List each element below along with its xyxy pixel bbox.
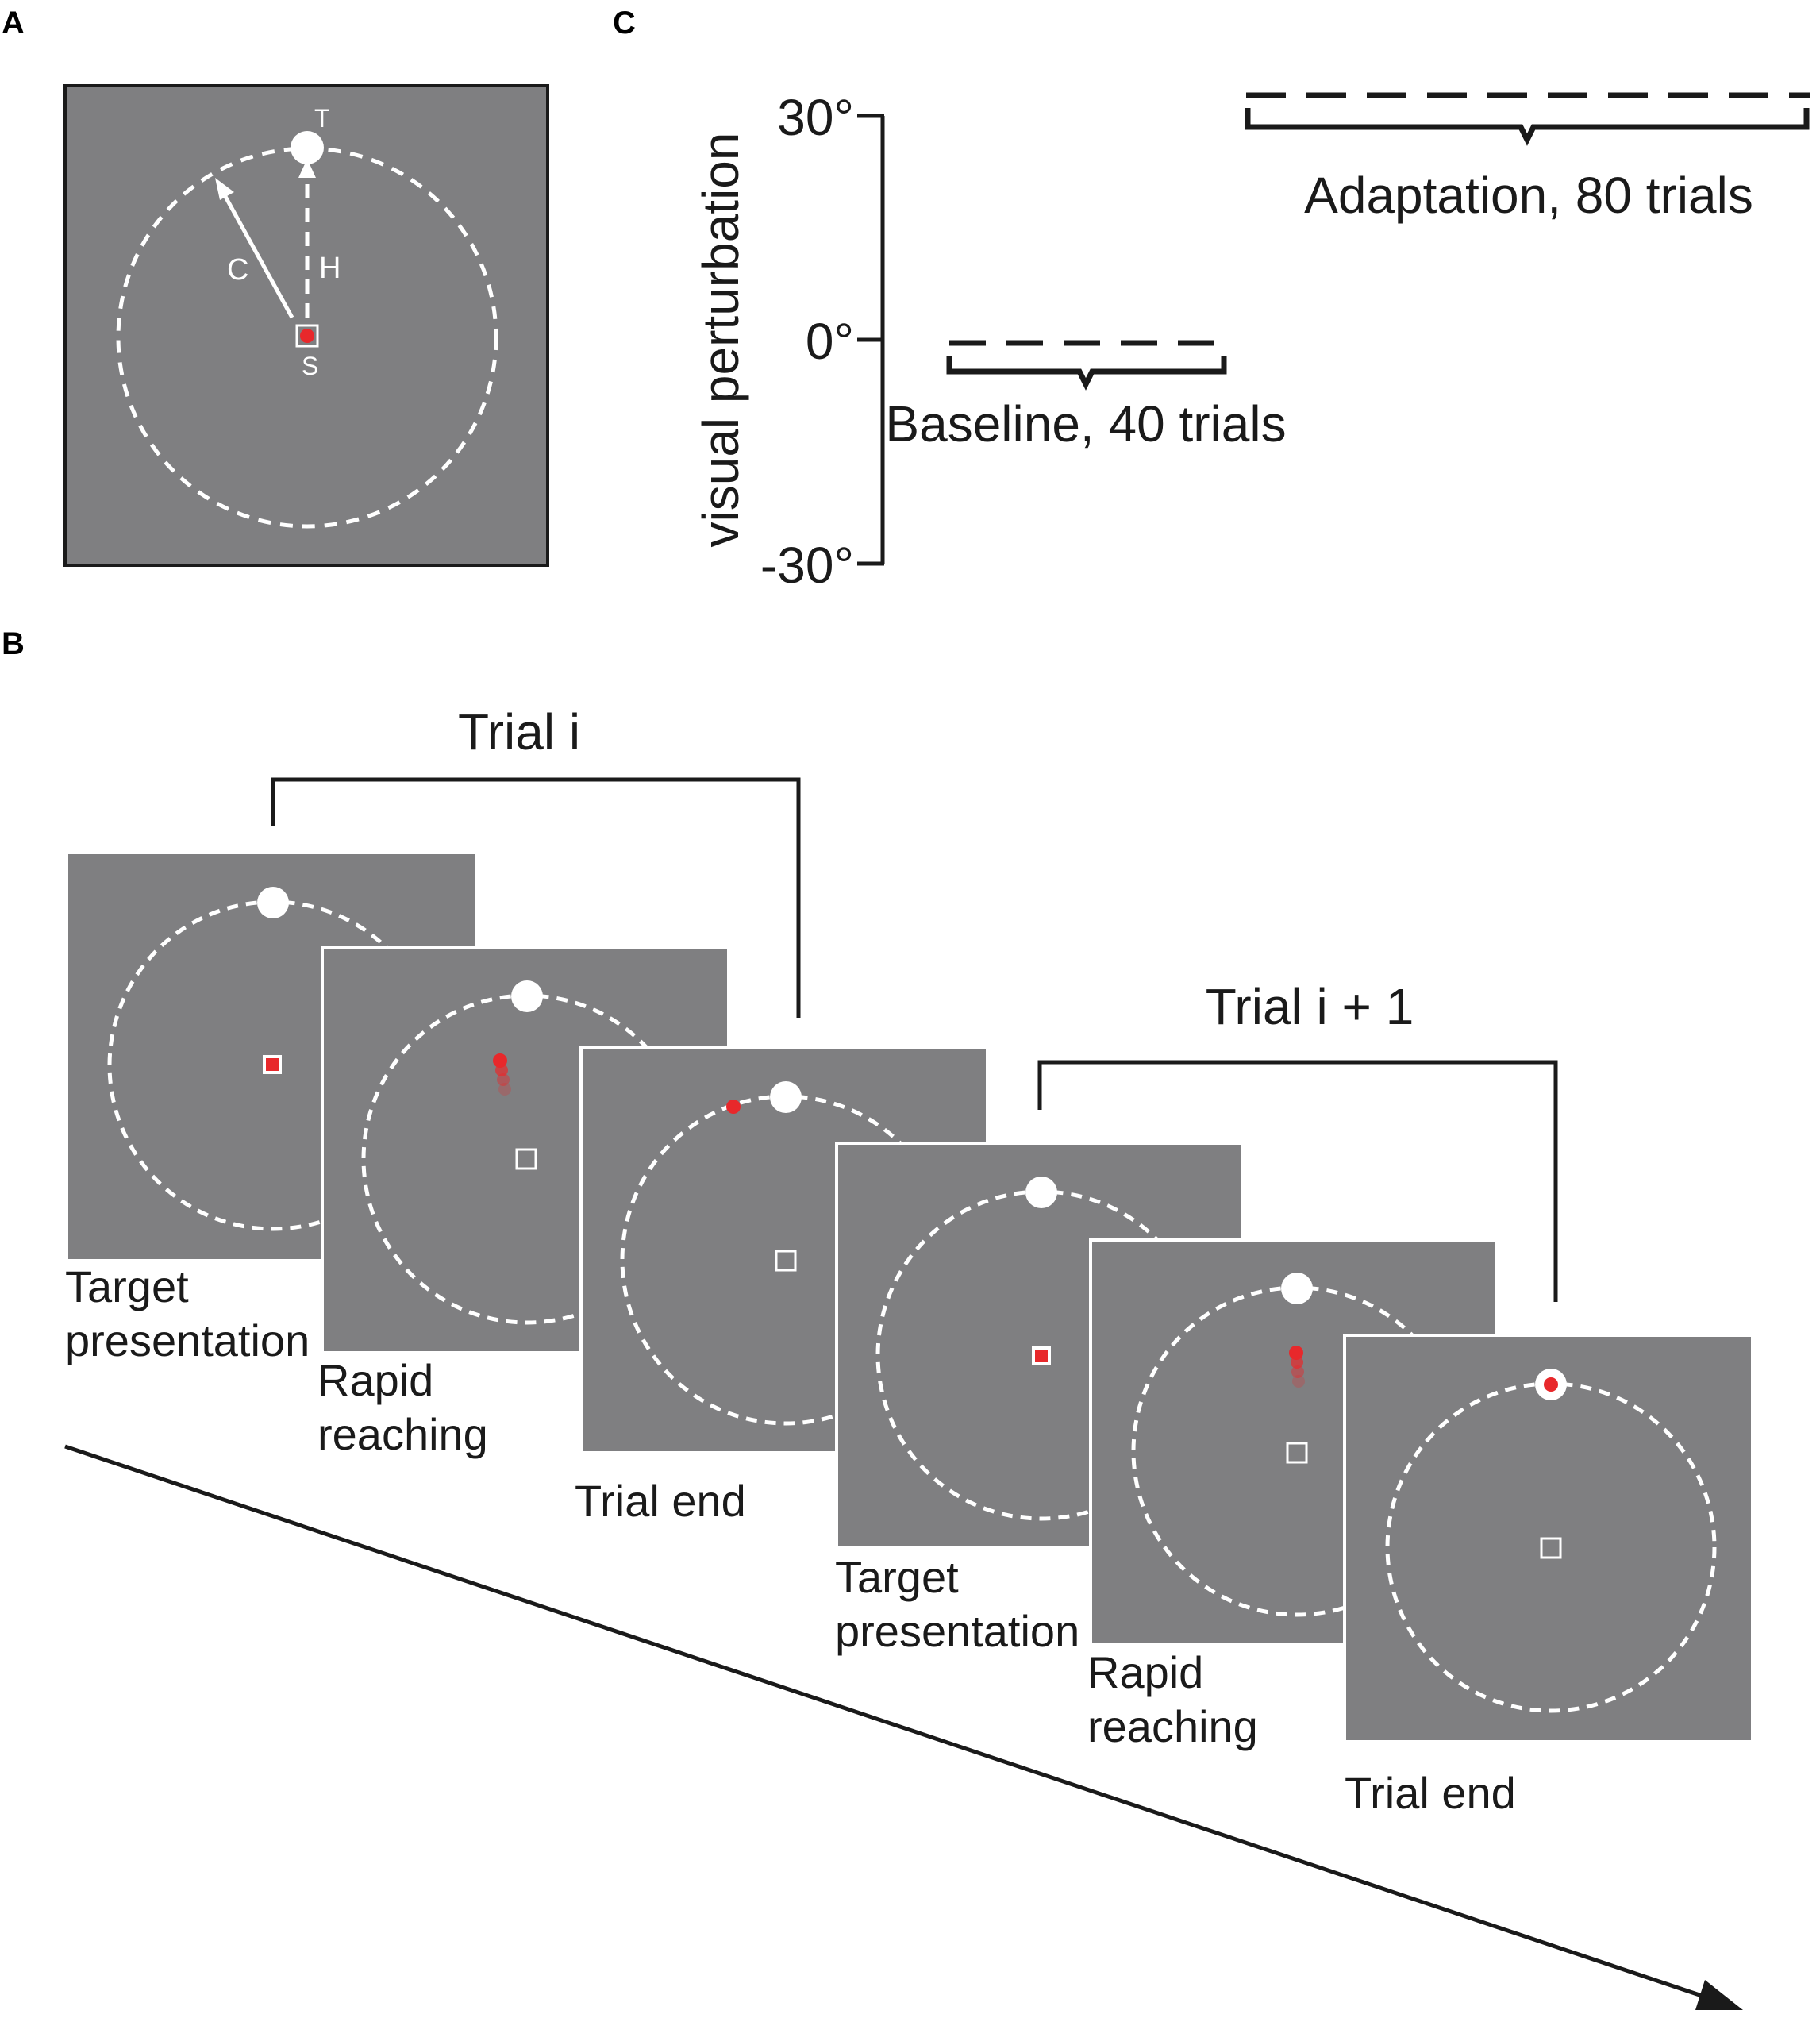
frame-5-caption-line1: Rapid (1087, 1647, 1203, 1697)
panel-c-adaptation-brace (1245, 108, 1810, 146)
panel-c-y-label: visual perturbation (692, 133, 749, 548)
trial-i-label: Trial i (458, 703, 580, 761)
panel-c-adaptation-label: Adaptation, 80 trials (1304, 167, 1753, 224)
frame-6-cursor-dot (1544, 1377, 1558, 1392)
frame-2-start-box (515, 1148, 537, 1170)
frame-2-target-dot (511, 980, 543, 1012)
frame-5-start-box (1286, 1442, 1308, 1464)
panel-c-letter: C (613, 6, 636, 40)
frame-2-caption-line2: reaching (317, 1409, 488, 1459)
frame-5-cursor-trail-3 (1292, 1375, 1305, 1388)
panel-b-letter: B (2, 626, 25, 661)
panel-a-target-dot (291, 131, 324, 164)
frame-4-caption-line1: Target (835, 1552, 959, 1602)
frame-3-caption-line1: Trial end (575, 1476, 746, 1526)
frame-2-caption-line1: Rapid (317, 1355, 433, 1405)
frame-5-caption-line2: reaching (1087, 1701, 1258, 1751)
trial-i-plus-1-bracket (1037, 1060, 1558, 1302)
frame-4-target-dot (1025, 1177, 1057, 1208)
panel-a-hand-arrowhead (298, 159, 316, 178)
frame-4-caption-line2: presentation (835, 1606, 1079, 1656)
frame-1-caption-line2: presentation (65, 1315, 310, 1365)
frame-3-start-box (775, 1250, 797, 1272)
trial-i-plus-1-label: Trial i + 1 (1206, 978, 1414, 1035)
panel-a-letter: A (2, 6, 25, 40)
panel-c-baseline-brace (946, 356, 1227, 391)
panel-c-tick-label-minus30: -30° (760, 537, 854, 594)
trial-i-bracket (271, 777, 801, 1018)
frame-2-cursor-trail-3 (498, 1083, 511, 1096)
time-arrow-line (64, 1444, 1722, 2005)
time-arrow-head (1695, 1980, 1743, 2010)
panel-a-cursor-dot (300, 329, 314, 343)
panel-c-baseline-label: Baseline, 40 trials (885, 395, 1286, 453)
frame-3-target-dot (770, 1081, 802, 1113)
panel-a-start-box (295, 324, 319, 348)
panel-a-cursor-arrowhead (215, 178, 234, 200)
frame-6-start-box (1540, 1537, 1562, 1559)
frame-5-cursor-dot (1289, 1346, 1303, 1360)
panel-c-tick-label-30: 30° (777, 89, 854, 146)
panel-c-schedule: 30° 0° -30° visual perturbation Baseline… (692, 89, 1810, 594)
frame-2-cursor-trail-2 (497, 1073, 510, 1086)
frame-1-caption-line1: Target (65, 1261, 189, 1311)
frame-1-target-dot (257, 887, 289, 918)
frame-4-cursor-square (1035, 1350, 1048, 1362)
panel-a-start-label: S (302, 352, 318, 380)
panel-a-screen: T S C H (63, 84, 549, 567)
panel-a-hand-label: H (319, 252, 341, 285)
frame-6-caption-line1: Trial end (1345, 1768, 1516, 1818)
panel-a-target-label: T (314, 104, 330, 133)
frame-2-cursor-dot (493, 1053, 507, 1068)
panel-a-cursor-label: C (227, 253, 248, 287)
frame-5-cursor-trail-2 (1291, 1365, 1304, 1378)
panel-a-cursor-path (221, 192, 294, 319)
frame-6-trial-end (1343, 1334, 1754, 1743)
frame-3-cursor-dot (726, 1100, 741, 1114)
frame-5-target-dot (1281, 1273, 1313, 1304)
panel-c-tick-label-0: 0° (806, 313, 854, 370)
frame-1-cursor-square (266, 1058, 279, 1071)
